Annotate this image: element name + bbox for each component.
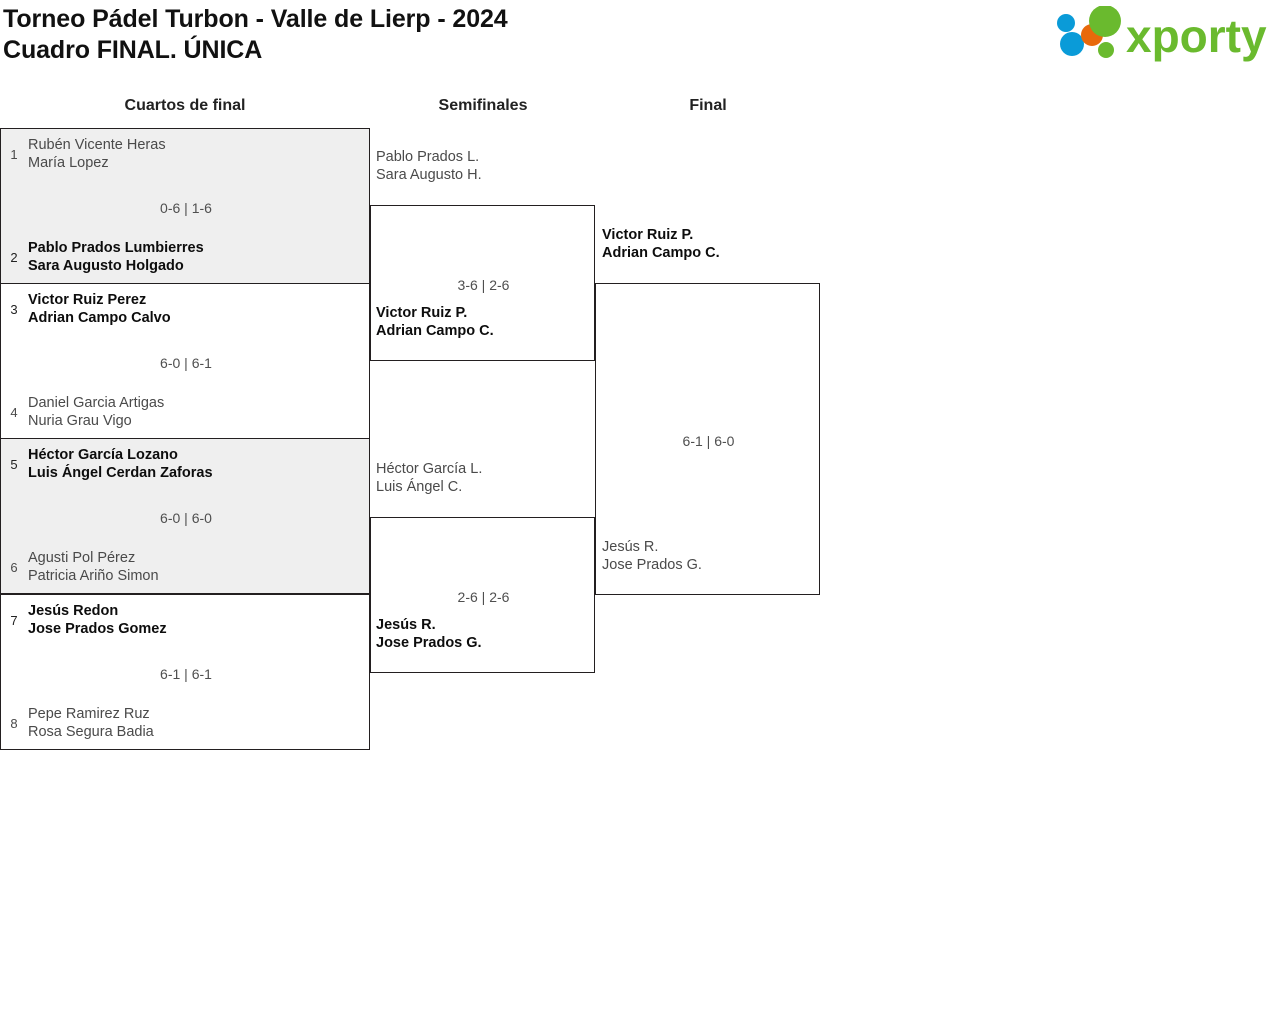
match-box-qf1[interactable]: 1 Rubén Vicente Heras María Lopez 0-6 | … xyxy=(0,128,370,284)
seed-number: 6 xyxy=(10,560,18,575)
match-score: 0-6 | 1-6 xyxy=(160,200,212,216)
player-name-2: Jose Prados G. xyxy=(376,635,482,651)
final-bottom-competitor[interactable]: Jesús R. Jose Prados G. xyxy=(602,538,817,574)
match-score: 2-6 | 2-6 xyxy=(457,589,510,605)
player-name-1: Agusti Pol Pérez xyxy=(28,550,136,566)
player-name-2: Sara Augusto Holgado xyxy=(28,258,184,274)
player-name-1: Pablo Prados L. xyxy=(376,149,480,165)
player-name-1: Pablo Prados Lumbierres xyxy=(28,240,204,256)
player-name-2: Jose Prados Gomez xyxy=(28,621,167,637)
player-names: Héctor García Lozano Luis Ángel Cerdan Z… xyxy=(28,446,363,482)
player-name-1: Victor Ruiz P. xyxy=(602,227,694,243)
player-name-2: Sara Augusto H. xyxy=(376,167,482,183)
player-name-2: Nuria Grau Vigo xyxy=(28,413,132,429)
final-top-competitor[interactable]: Victor Ruiz P. Adrian Campo C. xyxy=(602,226,817,262)
player-name-2: Rosa Segura Badia xyxy=(28,724,154,740)
match-box-sf1[interactable]: 3-6 | 2-6 xyxy=(370,205,595,361)
seed-number: 3 xyxy=(10,302,18,317)
player-name-1: Rubén Vicente Heras xyxy=(28,137,166,153)
semifinal-2-top-competitor[interactable]: Héctor García L. Luis Ángel C. xyxy=(376,460,591,496)
player-name-1: Jesús R. xyxy=(602,539,659,555)
match-box-final[interactable]: 6-1 | 6-0 xyxy=(595,283,820,595)
player-names: Agusti Pol Pérez Patricia Ariño Simon xyxy=(28,549,363,585)
logo-wordmark: xporty xyxy=(1126,10,1267,62)
seed-number: 5 xyxy=(10,457,18,472)
logo-dots-icon xyxy=(1057,6,1121,58)
player-name-2: Luis Ángel Cerdan Zaforas xyxy=(28,465,213,481)
player-name-2: Jose Prados G. xyxy=(602,557,702,573)
player-names: Pepe Ramirez Ruz Rosa Segura Badia xyxy=(28,705,363,741)
player-names: Jesús Redon Jose Prados Gomez xyxy=(28,602,363,638)
player-name-2: Luis Ángel C. xyxy=(376,479,463,495)
seed-number: 7 xyxy=(10,613,18,628)
player-names: Rubén Vicente Heras María Lopez xyxy=(28,136,363,172)
player-name-2: Adrian Campo C. xyxy=(602,245,720,261)
round-header-semifinals: Semifinales xyxy=(438,97,528,114)
page-header: Torneo Pádel Turbon - Valle de Lierp - 2… xyxy=(0,0,1280,88)
match-box-qf3[interactable]: 5 Héctor García Lozano Luis Ángel Cerdan… xyxy=(0,438,370,594)
player-name-1: Jesús R. xyxy=(376,617,436,633)
match-score: 6-1 | 6-0 xyxy=(682,433,735,449)
player-name-1: Jesús Redon xyxy=(28,603,119,619)
player-name-2: Adrian Campo C. xyxy=(376,323,494,339)
seed-number: 2 xyxy=(10,250,18,265)
player-names: Victor Ruiz Perez Adrian Campo Calvo xyxy=(28,291,363,327)
match-score: 6-0 | 6-1 xyxy=(160,355,212,371)
round-header-quarterfinals: Cuartos de final xyxy=(124,97,246,114)
match-box-sf2[interactable]: 2-6 | 2-6 xyxy=(370,517,595,673)
match-score: 6-1 | 6-1 xyxy=(160,666,212,682)
page-title: Torneo Pádel Turbon - Valle de Lierp - 2… xyxy=(3,4,508,66)
tournament-name: Torneo Pádel Turbon - Valle de Lierp - 2… xyxy=(3,5,508,33)
player-name-2: Adrian Campo Calvo xyxy=(28,310,171,326)
match-score: 3-6 | 2-6 xyxy=(457,277,510,293)
match-score: 6-0 | 6-0 xyxy=(160,510,212,526)
player-name-1: Victor Ruiz Perez xyxy=(28,292,147,308)
player-names: Pablo Prados Lumbierres Sara Augusto Hol… xyxy=(28,239,363,275)
player-name-1: Victor Ruiz P. xyxy=(376,305,468,321)
player-name-1: Héctor García Lozano xyxy=(28,447,178,463)
player-name-1: Daniel Garcia Artigas xyxy=(28,395,165,411)
player-name-2: Patricia Ariño Simon xyxy=(28,568,159,584)
player-name-1: Pepe Ramirez Ruz xyxy=(28,706,150,722)
semifinal-1-top-competitor[interactable]: Pablo Prados L. Sara Augusto H. xyxy=(376,148,591,184)
player-names: Daniel Garcia Artigas Nuria Grau Vigo xyxy=(28,394,363,430)
semifinal-1-bottom-competitor[interactable]: Victor Ruiz P. Adrian Campo C. xyxy=(376,304,591,340)
round-header-final: Final xyxy=(689,97,727,114)
seed-number: 4 xyxy=(10,405,18,420)
xporty-logo[interactable]: xporty xyxy=(1048,6,1276,64)
draw-name: Cuadro FINAL. ÚNICA xyxy=(3,36,263,64)
player-name-1: Héctor García L. xyxy=(376,461,483,477)
seed-number: 8 xyxy=(10,716,18,731)
semifinal-2-bottom-competitor[interactable]: Jesús R. Jose Prados G. xyxy=(376,616,591,652)
player-name-2: María Lopez xyxy=(28,155,109,171)
match-box-qf4[interactable]: 7 Jesús Redon Jose Prados Gomez 6-1 | 6-… xyxy=(0,594,370,750)
match-box-qf2[interactable]: 3 Victor Ruiz Perez Adrian Campo Calvo 6… xyxy=(0,283,370,439)
seed-number: 1 xyxy=(10,147,18,162)
